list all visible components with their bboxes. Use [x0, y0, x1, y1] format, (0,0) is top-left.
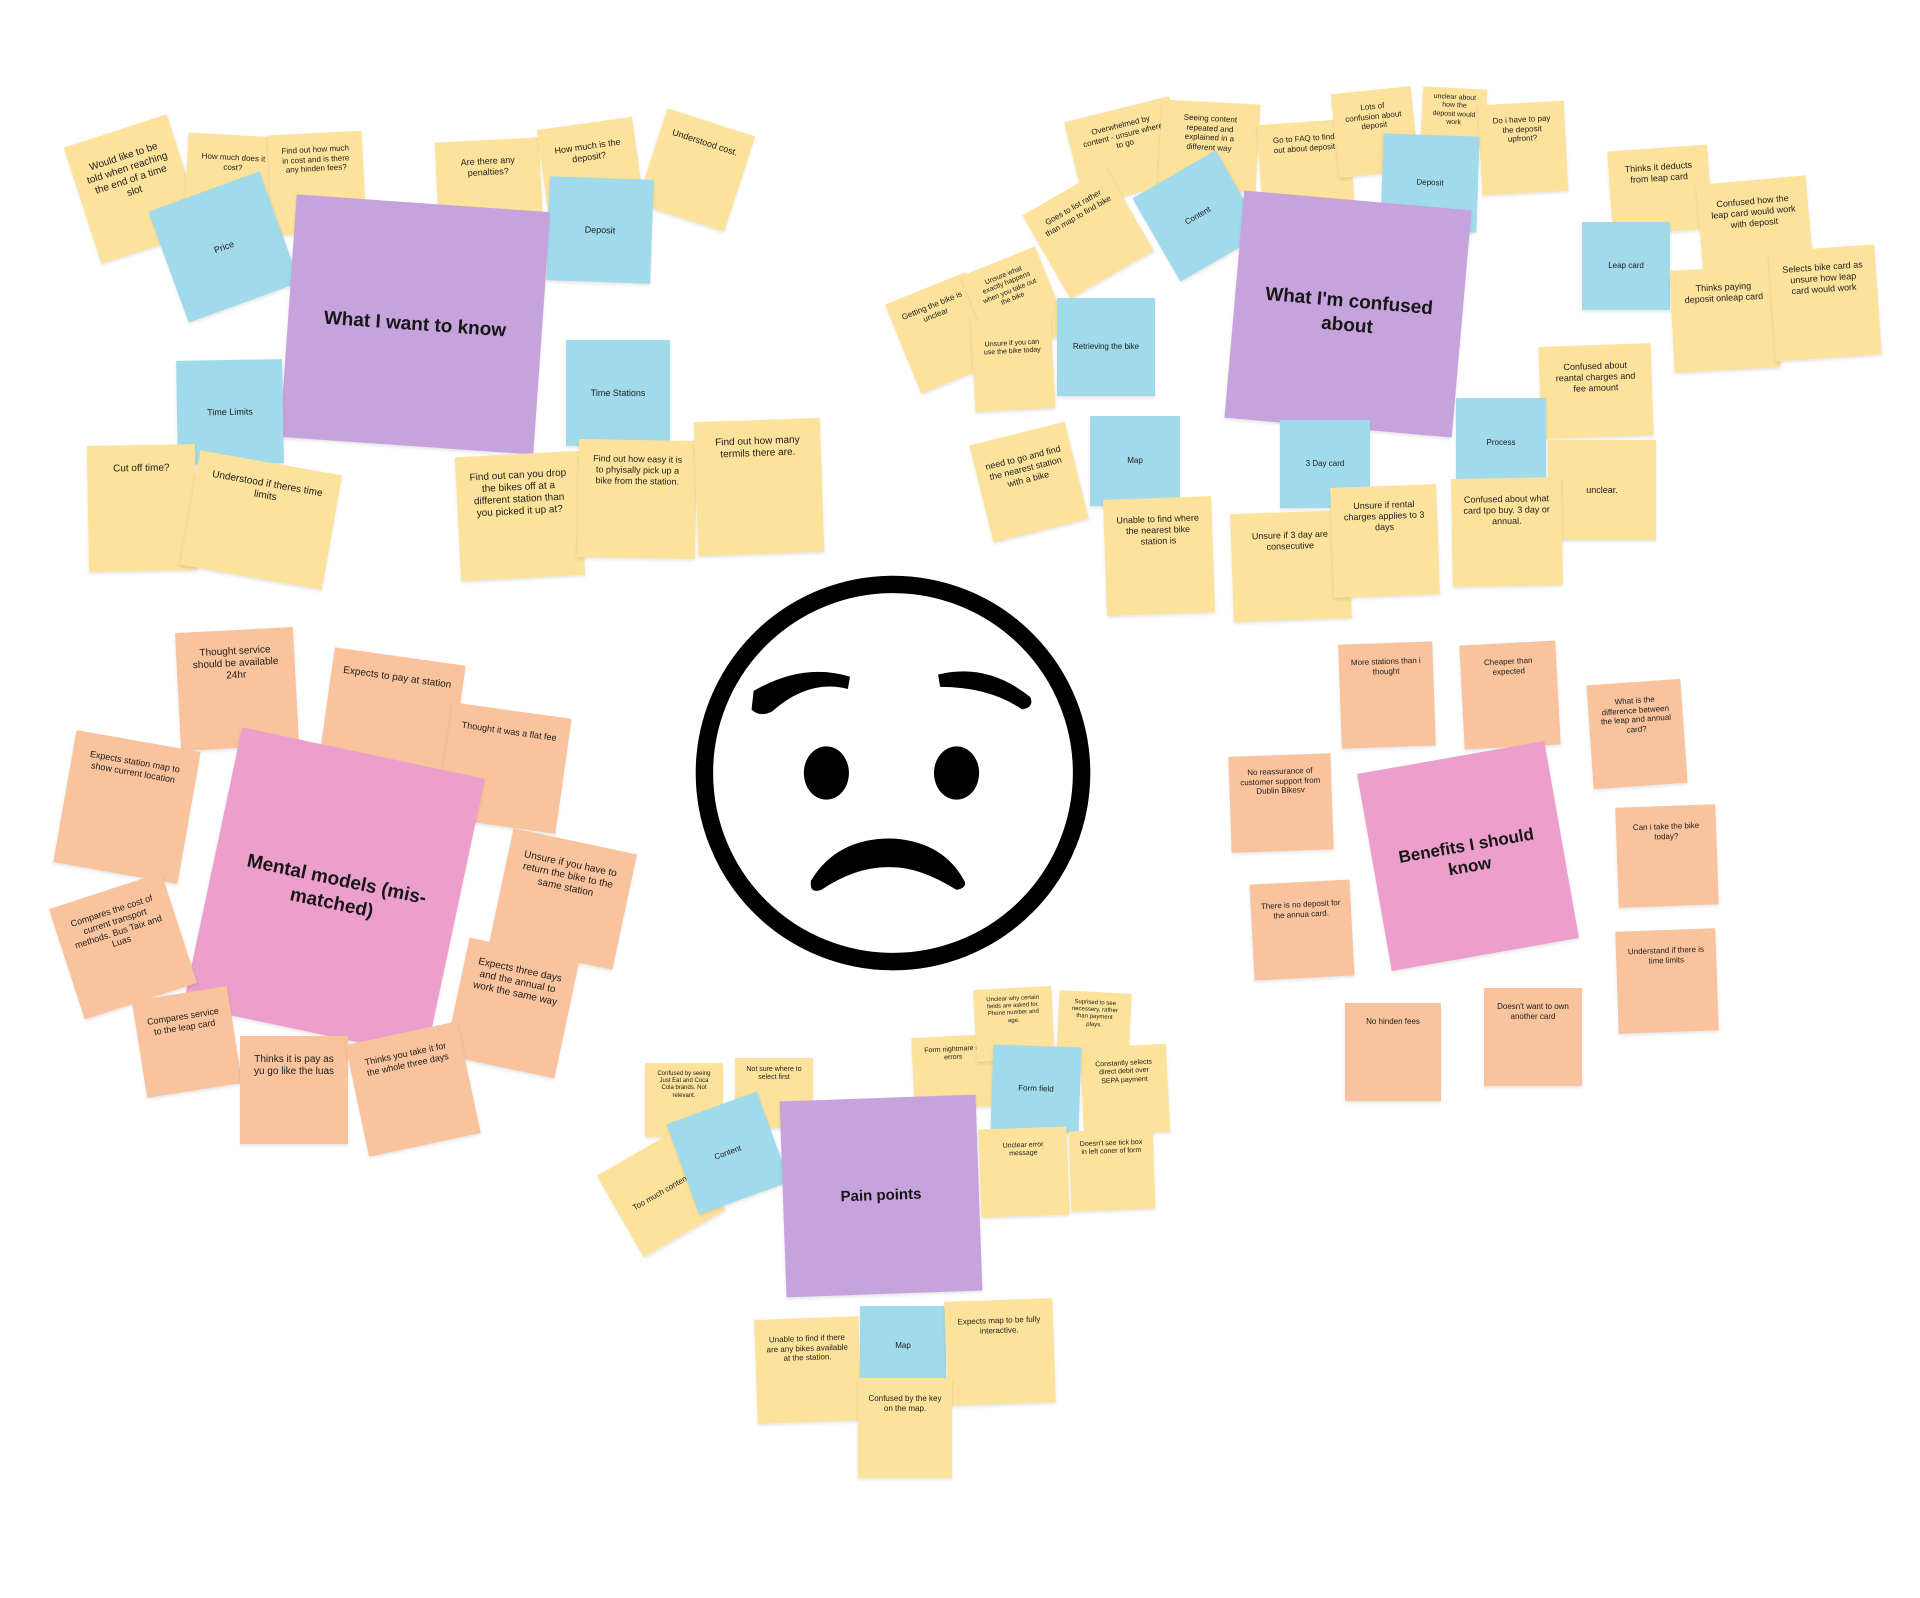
sticky-note: What is the difference between the leap … — [1586, 678, 1688, 790]
sticky-note: Unable to find where the nearest bike st… — [1103, 496, 1215, 616]
sticky-note: More stations than i thought — [1338, 641, 1436, 749]
sticky-note: Unsure if rental charges applies to 3 da… — [1330, 484, 1440, 598]
sticky-note: Compares service to the leap card — [131, 986, 243, 1098]
sticky-note: No hinden fees — [1345, 1003, 1441, 1101]
sticky-note: Doesn't see tick box in left coner of fo… — [1068, 1128, 1156, 1212]
sticky-note: Find out can you drop the bikes off at a… — [454, 450, 586, 582]
sticky-note: unclear. — [1548, 440, 1656, 540]
sticky-note: Unclear error message — [978, 1126, 1070, 1218]
sticky-note: Cut off time? — [86, 444, 198, 572]
category-note-form-field: Form field — [990, 1044, 1082, 1134]
sticky-note: Doesn't want to own another card — [1484, 988, 1582, 1086]
sticky-note: Selects bike card as unsure how leap car… — [1768, 244, 1882, 362]
sticky-note: Thought service should be available 24hr — [174, 626, 300, 752]
cluster-header-benefits: Benefits I should know — [1357, 741, 1579, 971]
sticky-note: Thinks it is pay as yu go like the luas — [240, 1036, 348, 1144]
category-note-map: Map — [1090, 416, 1180, 506]
category-note-retrieving-bike: Retrieving the bike — [1057, 298, 1155, 396]
sticky-note: Expects station map to show current loca… — [53, 730, 201, 884]
sticky-note: Thinks you take it for the whole three d… — [345, 1021, 481, 1157]
sticky-note: Cheaper than expected — [1459, 640, 1561, 750]
sticky-note: Thinks paying deposit onleap card — [1669, 265, 1781, 373]
sticky-note: Expects three days and the annual to wor… — [444, 937, 580, 1079]
sticky-note: Understood if theres time limits — [180, 450, 342, 590]
cluster-header-pain-points: Pain points — [779, 1094, 983, 1298]
sticky-note: Unable to find if there are any bikes av… — [754, 1316, 862, 1424]
sticky-note: Confused about what card tpo buy. 3 day … — [1451, 477, 1563, 587]
category-note-process: Process — [1456, 398, 1546, 488]
worried-face-icon — [695, 575, 1091, 971]
category-note-deposit: Deposit — [546, 176, 654, 284]
sticky-note: Confused by the key on the map. — [858, 1378, 952, 1478]
sticky-note: Constantly selects direct debit over SEP… — [1079, 1043, 1171, 1137]
sticky-note: Find out how easy it is to phyisally pic… — [576, 438, 698, 560]
sticky-note: Can i take the bike today? — [1615, 804, 1719, 908]
cluster-header-confused-about: What I'm confused about — [1224, 190, 1472, 438]
cluster-header-want-to-know: What I want to know — [279, 194, 551, 455]
sticky-note: Confused about reantal charges and fee a… — [1538, 343, 1654, 439]
category-note-time-stations: Time Stations — [566, 340, 670, 446]
sticky-note: Do i have to pay the deposit upfront? — [1477, 100, 1569, 196]
sticky-note: Unsure if you can use the bike today — [970, 315, 1056, 413]
category-note-3-day-card: 3 Day card — [1280, 420, 1370, 508]
sticky-note: There is no deposit for the annua card. — [1249, 879, 1355, 981]
sticky-note: Expects map to be fully interactive. — [944, 1298, 1056, 1406]
category-note-map: Map — [860, 1306, 946, 1386]
sticky-note: Understand if there is time limits — [1615, 928, 1719, 1034]
category-note-leap-card: Leap card — [1582, 222, 1670, 310]
sticky-note: Find out how many termils there are. — [693, 417, 825, 557]
sticky-note: need to go and find the nearest station … — [969, 421, 1089, 543]
sticky-note: No reassurance of customer support from … — [1228, 753, 1334, 853]
sticky-note: Understood cost. — [636, 108, 756, 232]
